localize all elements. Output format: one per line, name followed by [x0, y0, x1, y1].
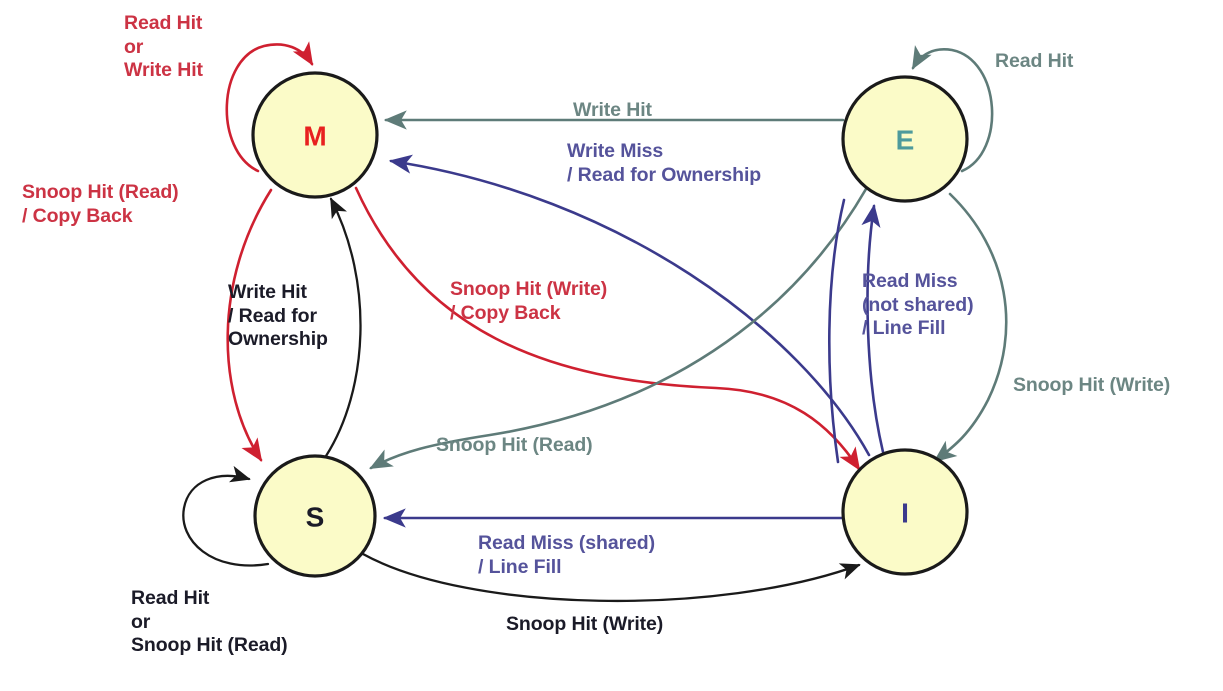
edge-e-to-s [369, 187, 868, 470]
edge-label-read-hit-e: Read Hit [995, 50, 1074, 72]
node-S[interactable]: S [253, 454, 377, 578]
edge-m-to-i [354, 186, 861, 471]
edge-s-to-i [361, 552, 861, 603]
node-I-circle[interactable] [841, 448, 969, 576]
node-S-circle[interactable] [253, 454, 377, 578]
edge-label-write-hit-read-for-ownership: Write Hit / Read for Ownership [228, 281, 328, 351]
edge-m-to-s [226, 188, 273, 462]
node-M[interactable]: M [251, 71, 379, 199]
edge-label-snoop-hit-write-copy-back: Snoop Hit (Write) / Copy Back [450, 278, 608, 324]
edge-s-self-loop [182, 465, 270, 567]
edge-s-to-m [324, 197, 362, 458]
edge-label-read-miss-not-shared-line-fill: Read Miss (not shared) / Line Fill [862, 270, 974, 340]
edge-i-to-e [861, 203, 885, 454]
node-M-circle[interactable] [251, 71, 379, 199]
edge-e-to-i [933, 192, 1008, 463]
edge-label-read-miss-shared-line-fill: Read Miss (shared) / Line Fill [478, 532, 656, 578]
edge-label-m-self-loop: Read Hit or Write Hit [124, 12, 203, 82]
node-S-label: S [306, 502, 325, 533]
edge-label-s-self-loop: Read Hit or Snoop Hit (Read) [131, 587, 288, 657]
node-E-label: E [896, 125, 915, 156]
node-E-circle[interactable] [841, 75, 969, 203]
edge-s-to-e [828, 198, 846, 464]
node-I[interactable]: I [841, 448, 969, 576]
edge-label-snoop-hit-read-copy-back: Snoop Hit (Read) / Copy Back [22, 181, 179, 227]
node-M-label: M [303, 121, 326, 152]
edge-label-snoop-hit-read: Snoop Hit (Read) [436, 434, 593, 456]
edge-i-to-m [388, 154, 871, 457]
node-E[interactable]: E [841, 75, 969, 203]
edge-label-write-hit: Write Hit [573, 99, 652, 121]
node-I-label: I [901, 498, 909, 529]
edge-label-write-miss-read-for-ownership: Write Miss / Read for Ownership [567, 140, 762, 186]
edge-m-self-loop [225, 41, 314, 173]
edge-e-self-loop [911, 45, 994, 173]
edge-label-snoop-hit-write-e: Snoop Hit (Write) [1013, 374, 1171, 396]
edge-label-snoop-hit-write-s: Snoop Hit (Write) [506, 613, 664, 635]
